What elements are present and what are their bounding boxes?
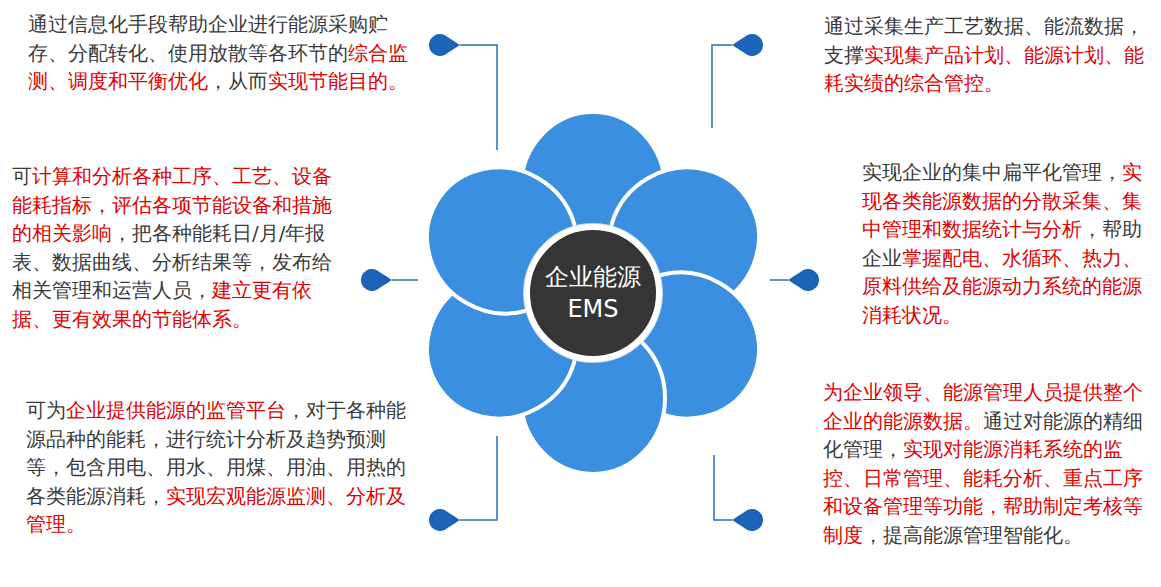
droplet-marker — [732, 509, 763, 531]
leader-line — [712, 45, 732, 128]
droplet-marker — [788, 269, 819, 291]
leader-line — [714, 455, 732, 520]
description-text: 实现企业的集中扁平化管理，实现各类能源数据的分散采集、集中管理和数据统计与分析，… — [862, 158, 1154, 329]
description-text: 通过采集生产工艺数据、能流数据，支撑实现集产品计划、能源计划、能耗实绩的综合管控… — [824, 12, 1152, 98]
highlight-text: 实现集产品计划、能源计划、能耗实绩的综合管控。 — [824, 43, 1144, 96]
leader-line — [460, 45, 497, 150]
leader-line — [460, 436, 497, 520]
description-text: 可为企业提供能源的监管平台，对于各种能源品种的能耗，进行统计分析及趋势预测等，包… — [26, 396, 408, 539]
body-text: ，从而 — [208, 69, 268, 93]
body-text: ，提高能源管理智能化。 — [863, 523, 1083, 547]
highlight-text: 企业提供能源的监管平台 — [66, 398, 286, 422]
droplet-marker — [361, 269, 392, 291]
droplet-marker — [429, 509, 460, 531]
description-text: 可计算和分析各种工序、工艺、设备能耗指标，评估各项节能设备和措施的相关影响，把各… — [12, 162, 342, 333]
droplet-marker — [429, 34, 460, 56]
highlight-text: 实现节能目的。 — [268, 69, 408, 93]
droplets — [361, 34, 819, 531]
body-text: 通过信息化手段帮助企业进行能源采购贮存、分配转化、使用放散等各环节的 — [28, 12, 388, 65]
description-text: 为企业领导、能源管理人员提供整个企业的能源数据。通过对能源的精细化管理，实现对能… — [823, 378, 1153, 549]
droplet-marker — [732, 34, 763, 56]
petal-group — [400, 112, 786, 474]
leader-line — [392, 279, 418, 281]
body-text: 可 — [12, 164, 32, 188]
description-text: 通过信息化手段帮助企业进行能源采购贮存、分配转化、使用放散等各环节的综合监测、调… — [28, 10, 416, 96]
center-title: 企业能源 EMS — [541, 261, 645, 325]
body-text: 可为 — [26, 398, 66, 422]
center-circle: 企业能源 EMS — [524, 224, 662, 362]
leader-line — [770, 279, 788, 281]
body-text: 实现企业的集中扁平化管理， — [862, 160, 1122, 184]
leader-lines — [392, 45, 788, 520]
highlight-text: 掌握配电、水循环、热力、原料供给及能源动力系统的能源消耗状况。 — [862, 246, 1142, 327]
